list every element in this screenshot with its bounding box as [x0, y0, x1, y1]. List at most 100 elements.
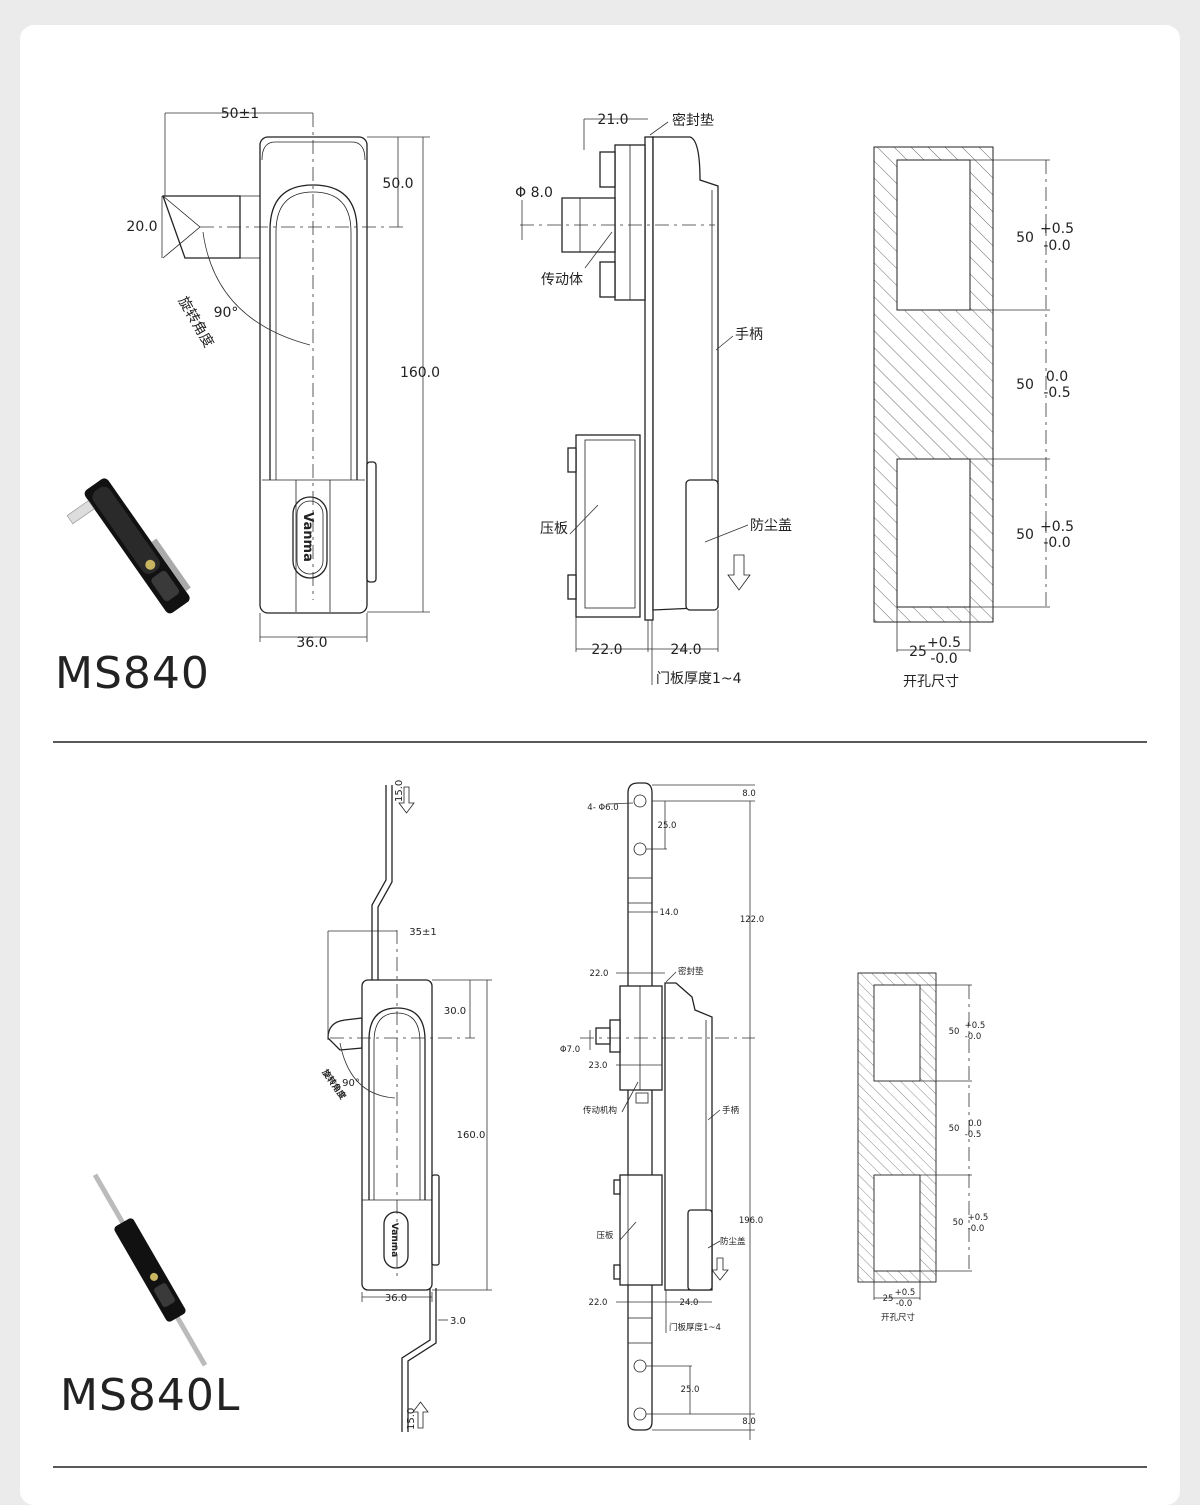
- ms840l-side-view: 8.0 4- Φ6.0 25.0 14.0 122.0 22.0 密封垫 Φ7.…: [560, 782, 764, 1440]
- drive-shaft: [561, 197, 616, 253]
- cutout-width: 25: [909, 644, 927, 660]
- dim-width-tol: 50±1: [221, 106, 259, 122]
- handle-body: [259, 136, 368, 614]
- cutout-width-lower: -0.0: [896, 1299, 913, 1309]
- cutout-tol-lower-3: -0.0: [1043, 535, 1070, 551]
- angle-value: 90°: [342, 1078, 360, 1089]
- cutout-tol-lower-2: -0.5: [1043, 385, 1070, 401]
- down-arrow-icon: [398, 786, 415, 814]
- model-title: MS840L: [60, 1370, 240, 1421]
- pressure-plate: [619, 1174, 663, 1286]
- dim-plate-depth: 22.0: [591, 642, 622, 658]
- ms840-product-photo: [66, 478, 191, 614]
- handle-slot: [368, 1007, 426, 1200]
- ms840-side-view: 21.0 密封垫 Φ 8.0 传动体 手柄 压板 防尘盖 22.0 24.0 门…: [515, 112, 792, 687]
- cutout-tol-upper-2: 0.0: [968, 1119, 982, 1129]
- label-handle: 手柄: [722, 1105, 740, 1116]
- cutout-width-upper: +0.5: [895, 1288, 916, 1298]
- cutout-tol-lower-3: -0.0: [968, 1224, 985, 1234]
- cutout-tol-upper-2: 0.0: [1046, 369, 1068, 385]
- label-gasket: 密封垫: [672, 112, 714, 129]
- dim-upper-length: 122.0: [740, 915, 764, 925]
- dim-top-offset: 50.0: [382, 176, 413, 192]
- cutout-tol-upper-1: +0.5: [965, 1021, 986, 1031]
- label-drive: 传动机构: [583, 1105, 617, 1116]
- brand-logo: Vanma: [389, 1223, 399, 1257]
- cutout-tol-lower-1: -0.0: [965, 1032, 982, 1042]
- angle-value: 90°: [214, 305, 239, 321]
- cutout-title: 开孔尺寸: [881, 1312, 916, 1323]
- label-drive: 传动体: [541, 272, 583, 288]
- label-holes: 4- Φ6.0: [587, 803, 618, 813]
- top-rod: [371, 785, 393, 982]
- label-plate: 压板: [596, 1230, 614, 1241]
- logo-oval: [383, 1211, 409, 1269]
- ms840l-cutout: 50 +0.5 -0.0 50 0.0 -0.5 50 +0.5 -0.0 25…: [857, 972, 989, 1323]
- cutout-width-lower: -0.0: [930, 651, 957, 667]
- label-door-thickness: 门板厚度1~4: [656, 671, 742, 687]
- cutout-width-upper: +0.5: [927, 635, 961, 651]
- bottom-rod: [401, 1288, 437, 1432]
- cutout-dim-1: 50: [949, 1027, 960, 1037]
- dim-bottom-end: 8.0: [742, 1417, 756, 1427]
- model-title: MS840: [55, 648, 210, 699]
- dim-hole-pitch-bottom: 25.0: [681, 1385, 700, 1395]
- label-plate: 压板: [540, 521, 568, 537]
- dust-cover: [685, 479, 719, 611]
- cutout-tol-upper-1: +0.5: [1040, 221, 1074, 237]
- ms840l-section: Vanma 15.0 35±1 30.0 160.0 36.0 3.0 15.0…: [60, 780, 988, 1440]
- label-gasket: 密封垫: [678, 966, 704, 977]
- cutout-dim-2: 50: [949, 1124, 960, 1134]
- dim-top-end: 8.0: [742, 789, 756, 799]
- down-arrow-icon: [711, 1257, 729, 1281]
- dim-block-depth: 22.0: [590, 969, 609, 979]
- dim-shaft-dia: Φ7.0: [560, 1045, 580, 1055]
- handle-body: [361, 979, 433, 1291]
- dim-lower-length: 196.0: [739, 1216, 763, 1226]
- label-dust-cover: 防尘盖: [750, 518, 792, 534]
- dim-handle-depth: 24.0: [680, 1298, 699, 1308]
- dim-block-depth-2: 23.0: [589, 1061, 608, 1071]
- dim-width: 36.0: [296, 635, 327, 651]
- dim-rod-offset: 3.0: [450, 1316, 466, 1327]
- cutout-tol-lower-1: -0.0: [1043, 238, 1070, 254]
- dim-handle-depth: 24.0: [670, 642, 701, 658]
- cutout-dim-3: 50: [1016, 527, 1034, 543]
- up-arrow-icon: [412, 1401, 429, 1429]
- ms840l-front-view: Vanma 15.0 35±1 30.0 160.0 36.0 3.0 15.0…: [319, 780, 492, 1432]
- cutout-dim-3: 50: [953, 1218, 964, 1228]
- cutout-width: 25: [883, 1294, 894, 1304]
- ms840-section: Vanma 50±1 50.0 20.0 160.0 36.0 90° 旋转角度: [55, 106, 1074, 699]
- label-dust-cover: 防尘盖: [720, 1236, 746, 1247]
- dim-top-offset: 30.0: [444, 1006, 466, 1017]
- dim-block-depth: 21.0: [597, 112, 628, 128]
- ms840l-product-photo: [92, 1173, 208, 1367]
- dim-rod-bottom: 15.0: [406, 1408, 417, 1430]
- dim-plate-depth: 22.0: [589, 1298, 608, 1308]
- pressure-plate: [575, 434, 641, 618]
- handle-slot: [269, 184, 358, 480]
- brand-logo: Vanma: [300, 512, 315, 562]
- cutout-title: 开孔尺寸: [903, 674, 959, 690]
- dim-tongue-height: 20.0: [126, 219, 157, 235]
- logo-oval: [292, 496, 328, 579]
- cutout-tol-lower-2: -0.5: [965, 1130, 982, 1140]
- dim-width: 36.0: [385, 1293, 407, 1304]
- dim-height: 160.0: [400, 365, 440, 381]
- dim-hole-pitch-top: 25.0: [658, 821, 677, 831]
- dim-width-tol: 35±1: [409, 927, 436, 938]
- dim-height: 160.0: [457, 1130, 486, 1141]
- cutout-dim-2: 50: [1016, 377, 1034, 393]
- dust-cover: [687, 1209, 713, 1291]
- rod-strap: [627, 782, 653, 1431]
- cutout-tol-upper-3: +0.5: [968, 1213, 989, 1223]
- label-handle: 手柄: [735, 327, 763, 343]
- ms840-front-view: Vanma 50±1 50.0 20.0 160.0 36.0 90° 旋转角度: [126, 106, 440, 651]
- label-door-thickness: 门板厚度1~4: [669, 1322, 721, 1333]
- dim-shaft-dia: Φ 8.0: [515, 185, 553, 201]
- dim-strap-width: 14.0: [660, 908, 679, 918]
- dim-rod-top: 15.0: [394, 780, 405, 802]
- cutout-dim-1: 50: [1016, 230, 1034, 246]
- cutout-tol-upper-3: +0.5: [1040, 519, 1074, 535]
